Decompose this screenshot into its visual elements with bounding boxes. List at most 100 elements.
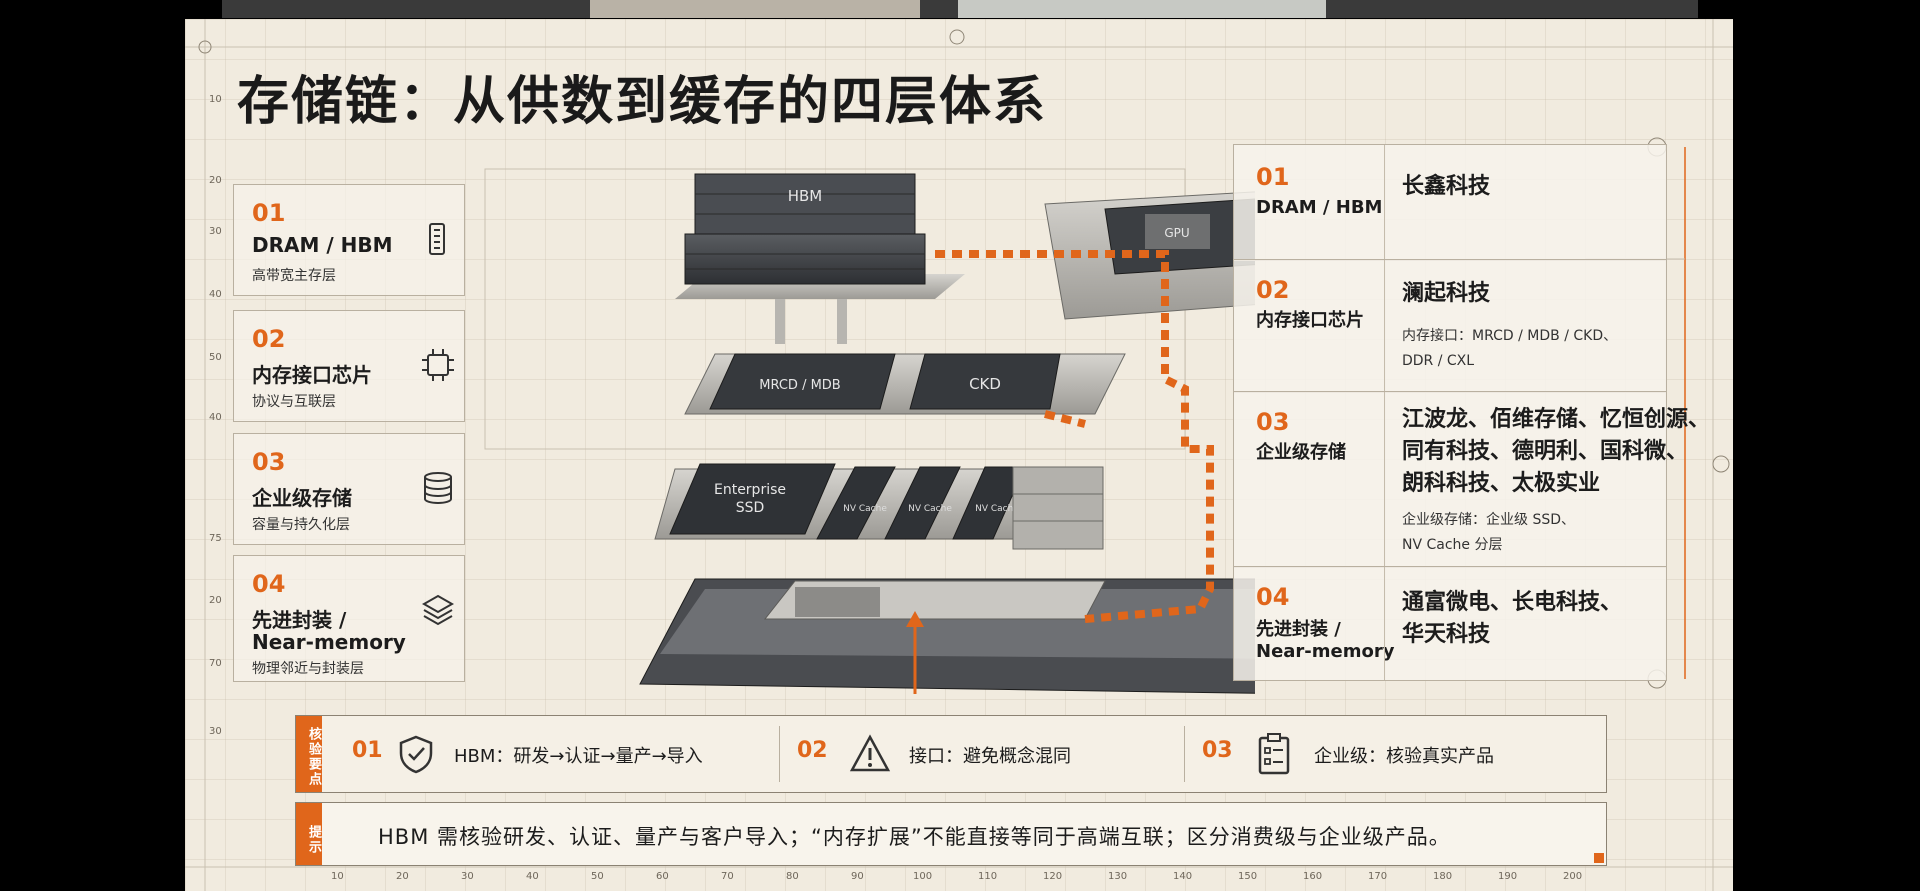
database-icon <box>424 472 452 504</box>
layer-card-interface-chip: 02 内存接口芯片 协议与互联层 <box>233 310 465 422</box>
company-row-number: 04 <box>1256 583 1290 611</box>
ruler-bottom-tick: 100 <box>913 871 933 882</box>
check-text: 接口：避免概念混同 <box>909 746 1071 767</box>
check-number: 01 <box>352 738 383 763</box>
company-row-enterprise-storage: 03 企业级存储 江波龙、佰维存储、忆恒创源、 同有科技、德明利、国科微、 朗科… <box>1233 391 1710 568</box>
company-list: 长鑫科技 <box>1402 174 1491 199</box>
company-list: 通富微电、长电科技、 <box>1402 590 1623 615</box>
ckd-label: CKD <box>969 375 1001 393</box>
camera-feed-left <box>590 0 920 18</box>
layer-title: 内存接口芯片 <box>252 363 372 387</box>
ruler-left-tick: 30 <box>209 726 222 737</box>
ruler-left-tick: 20 <box>209 595 222 606</box>
ruler-left-tick: 75 <box>209 533 222 544</box>
camera-feed-right <box>958 0 1326 18</box>
layer-subtitle: 容量与持久化层 <box>252 517 350 533</box>
ssd-label-line1: Enterprise <box>714 482 786 498</box>
layer-title-line2: Near-memory <box>252 630 406 654</box>
check-number: 03 <box>1202 738 1233 763</box>
slide: 存储链：从供数到缓存的四层体系 10 20 30 40 50 40 75 20 … <box>185 19 1733 891</box>
ruler-bottom-tick: 120 <box>1043 871 1063 882</box>
layer-title: DRAM / HBM <box>252 233 393 257</box>
company-list: 江波龙、佰维存储、忆恒创源、 <box>1402 407 1711 432</box>
check-item-interface: 02 接口：避免概念混同 <box>781 716 1181 792</box>
mrcd-label: MRCD / MDB <box>759 378 840 393</box>
layers-icon <box>421 594 455 626</box>
ruler-bottom-tick: 50 <box>591 871 604 882</box>
company-row-title: 先进封装 / <box>1256 619 1341 640</box>
layer-subtitle: 协议与互联层 <box>252 394 336 410</box>
check-number: 02 <box>797 738 828 763</box>
warning-icon <box>849 734 891 772</box>
ruler-bottom-tick: 30 <box>461 871 474 882</box>
ruler-bottom-tick: 200 <box>1563 871 1583 882</box>
ruler-left-tick: 30 <box>209 226 222 237</box>
hbm-label: HBM <box>788 187 823 205</box>
ruler-left-tick: 50 <box>209 352 222 363</box>
ruler-bottom-tick: 60 <box>656 871 669 882</box>
ruler-left-tick: 70 <box>209 658 222 669</box>
layer-subtitle: 高带宽主存层 <box>252 268 336 284</box>
layer-number: 01 <box>252 199 286 227</box>
company-detail: 企业级存储：企业级 SSD、 <box>1402 512 1576 528</box>
company-row-dram-hbm: 01 DRAM / HBM 长鑫科技 <box>1233 144 1667 261</box>
layer-number: 03 <box>252 448 286 476</box>
ruler-bottom-tick: 160 <box>1303 871 1323 882</box>
gpu-board: GPU <box>1044 191 1255 320</box>
check-item-hbm: 01 HBM：研发→认证→量产→导入 <box>336 716 776 792</box>
hbm-stack: HBM <box>675 173 965 299</box>
gpu-label: GPU <box>1164 226 1189 240</box>
layer-title: 企业级存储 <box>252 486 352 510</box>
company-row-title: DRAM / HBM <box>1256 197 1383 218</box>
company-list: 澜起科技 <box>1402 281 1491 306</box>
company-row-interface-chip: 02 内存接口芯片 澜起科技 内存接口：MRCD / MDB / CKD、 DD… <box>1233 259 1667 393</box>
layer-card-advanced-packaging: 04 先进封装 / Near-memory 物理邻近与封装层 <box>233 555 465 682</box>
company-detail: DDR / CXL <box>1402 353 1475 369</box>
ruler-bottom-tick: 70 <box>721 871 734 882</box>
company-row-title: 企业级存储 <box>1256 442 1346 463</box>
company-row-advanced-packaging: 04 先进封装 / Near-memory 通富微电、长电科技、 华天科技 <box>1233 566 1667 681</box>
company-row-title: 内存接口芯片 <box>1256 310 1364 331</box>
storage-stack-illustration: HBM GPU MRCD / MDB CKD Enterprise SSD <box>484 168 1255 694</box>
ruler-bottom-tick: 110 <box>978 871 998 882</box>
ruler-left-tick: 40 <box>209 289 222 300</box>
layer-card-dram-hbm: 01 DRAM / HBM 高带宽主存层 <box>233 184 465 296</box>
ruler-bottom-tick: 190 <box>1498 871 1518 882</box>
company-detail: 内存接口：MRCD / MDB / CKD、 <box>1402 328 1618 344</box>
layer-card-enterprise-storage: 03 企业级存储 容量与持久化层 <box>233 433 465 545</box>
company-row-title-line2: Near-memory <box>1256 641 1395 662</box>
ruler-bottom: 10 20 30 40 50 60 70 80 90 100 110 120 1… <box>185 871 1733 891</box>
verification-tag: 核验要点 <box>296 716 322 792</box>
company-row-number: 01 <box>1256 163 1290 191</box>
company-list: 同有科技、德明利、国科微、 <box>1402 439 1689 464</box>
ruler-bottom-tick: 180 <box>1433 871 1453 882</box>
check-text: 企业级：核验真实产品 <box>1314 746 1494 767</box>
ruler-left-tick: 20 <box>209 175 222 186</box>
memory-module-icon <box>429 223 445 255</box>
ruler-bottom-tick: 170 <box>1368 871 1388 882</box>
nvcache-label: NV Cache <box>975 504 1019 514</box>
verification-bar: 核验要点 01 HBM：研发→认证→量产→导入 02 接口：避免概念混同 03 <box>295 715 1607 793</box>
layer-title: 先进封装 / <box>252 608 347 632</box>
page-title: 存储链：从供数到缓存的四层体系 <box>237 72 1048 132</box>
check-item-enterprise: 03 企业级：核验真实产品 <box>1186 716 1596 792</box>
check-text: HBM：研发→认证→量产→导入 <box>454 746 703 767</box>
enterprise-ssd-layer: Enterprise SSD NV Cache NV Cache NV Cach… <box>654 463 1104 550</box>
interface-chip-board: MRCD / MDB CKD <box>684 353 1126 415</box>
company-row-number: 02 <box>1256 276 1290 304</box>
ruler-bottom-tick: 80 <box>786 871 799 882</box>
nvcache-label: NV Cache <box>843 504 887 514</box>
tip-bar: 提示 HBM 需核验研发、认证、量产与客户导入；“内存扩展”不能直接等同于高端互… <box>295 802 1607 866</box>
company-detail: NV Cache 分层 <box>1402 537 1503 553</box>
tip-tag: 提示 <box>296 803 322 865</box>
ruler-bottom-tick: 20 <box>396 871 409 882</box>
ruler-bottom-tick: 10 <box>331 871 344 882</box>
layer-subtitle: 物理邻近与封装层 <box>252 661 364 677</box>
ruler-bottom-tick: 130 <box>1108 871 1128 882</box>
layer-number: 04 <box>252 570 286 598</box>
ruler-bottom-tick: 40 <box>526 871 539 882</box>
ruler-bottom-tick: 150 <box>1238 871 1258 882</box>
layer-number: 02 <box>252 325 286 353</box>
ruler-left-tick: 10 <box>209 94 222 105</box>
ruler-bottom-tick: 90 <box>851 871 864 882</box>
